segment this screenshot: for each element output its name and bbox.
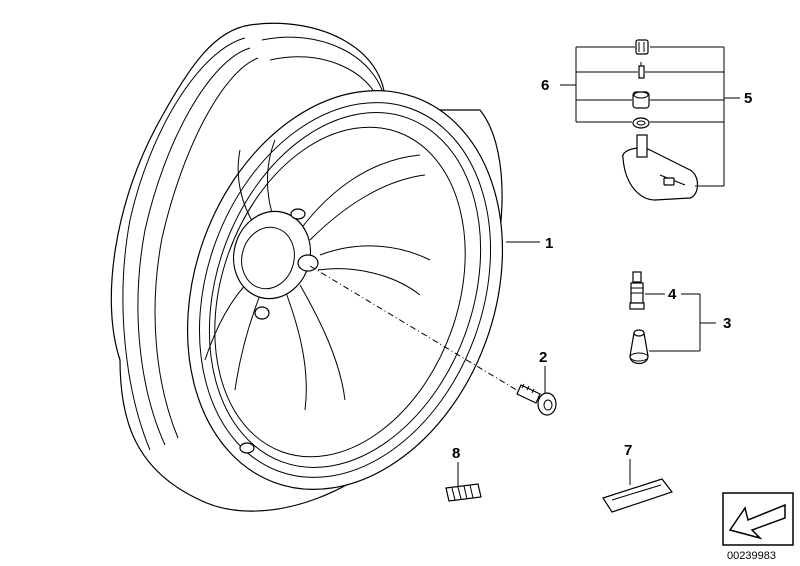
callout-1: 1 (545, 235, 553, 252)
hex-socket-bolt-icon (516, 383, 557, 416)
reflective-strip-icon (602, 478, 673, 513)
callout-3: 3 (723, 315, 731, 332)
balance-weight-icon (445, 483, 482, 502)
arrow-navigation-icon[interactable] (722, 492, 794, 546)
leader-lines (457, 46, 740, 488)
document-number: 00239983 (727, 550, 776, 562)
callout-6: 6 (541, 77, 549, 94)
callout-7: 7 (624, 442, 632, 459)
tire-valve-icon (629, 271, 649, 365)
callout-8: 8 (452, 445, 460, 462)
cast-alloy-wheel-icon (110, 22, 521, 512)
callout-5: 5 (744, 90, 752, 107)
callout-2: 2 (539, 349, 547, 366)
tire-pressure-sensor-icon (622, 39, 699, 201)
callout-4: 4 (668, 286, 677, 303)
